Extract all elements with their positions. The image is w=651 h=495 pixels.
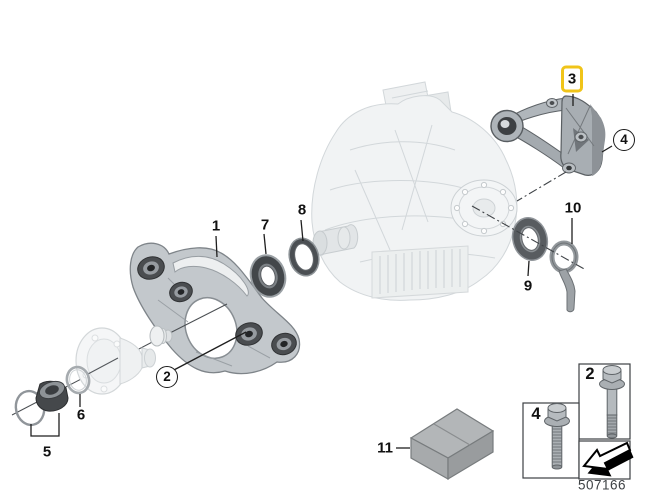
bushing (169, 281, 193, 303)
seal-ring-part7 (249, 254, 287, 298)
front-mount-bracket-part1 (129, 242, 301, 375)
callout-9[interactable]: 9 (523, 277, 533, 295)
callout-10[interactable]: 10 (564, 199, 582, 217)
diagram-doc-number: 507166 (577, 477, 627, 493)
flange-bolt-4 (544, 403, 570, 470)
callout-4[interactable]: 4 (613, 129, 635, 151)
callout-6[interactable]: 6 (76, 406, 86, 424)
differential-housing-ghost (311, 81, 518, 301)
install-direction-arrow-icon (582, 441, 634, 477)
part5-grouping-bracket (30, 413, 60, 437)
seal-ring-part9 (511, 217, 549, 261)
assembly-axis-line (87, 357, 119, 375)
diff-output-flange (450, 179, 518, 237)
bushing (137, 256, 165, 280)
rubber-buffer (149, 325, 173, 347)
callout-5[interactable]: 5 (42, 443, 52, 461)
seal-ring-part8 (288, 237, 320, 277)
bushing (490, 109, 524, 143)
repair-kit-box-part11 (409, 408, 495, 481)
bushing (271, 332, 297, 356)
callout-2[interactable]: 2 (156, 366, 178, 388)
bearing-bush-part5 (35, 380, 69, 412)
callout-3-highlighted[interactable]: 3 (561, 65, 583, 93)
fastener-inset (522, 363, 634, 480)
retaining-clip-part10 (549, 240, 579, 313)
callout-leader-lines (30, 94, 613, 449)
shim-ring-part6 (65, 365, 91, 395)
callout-11[interactable]: 11 (377, 439, 393, 457)
axis-line-seal (471, 205, 587, 271)
callout-1[interactable]: 1 (211, 217, 221, 235)
inset-label-bolt2[interactable]: 2 (585, 364, 595, 383)
callout-8[interactable]: 8 (297, 201, 307, 219)
axis-line-bracket (516, 171, 567, 202)
rear-mount-bracket-part3 (490, 95, 606, 176)
callout-7[interactable]: 7 (260, 216, 270, 234)
inset-label-bolt4[interactable]: 4 (531, 404, 541, 423)
flange-bolt-2 (599, 365, 625, 439)
bushing (235, 322, 263, 346)
